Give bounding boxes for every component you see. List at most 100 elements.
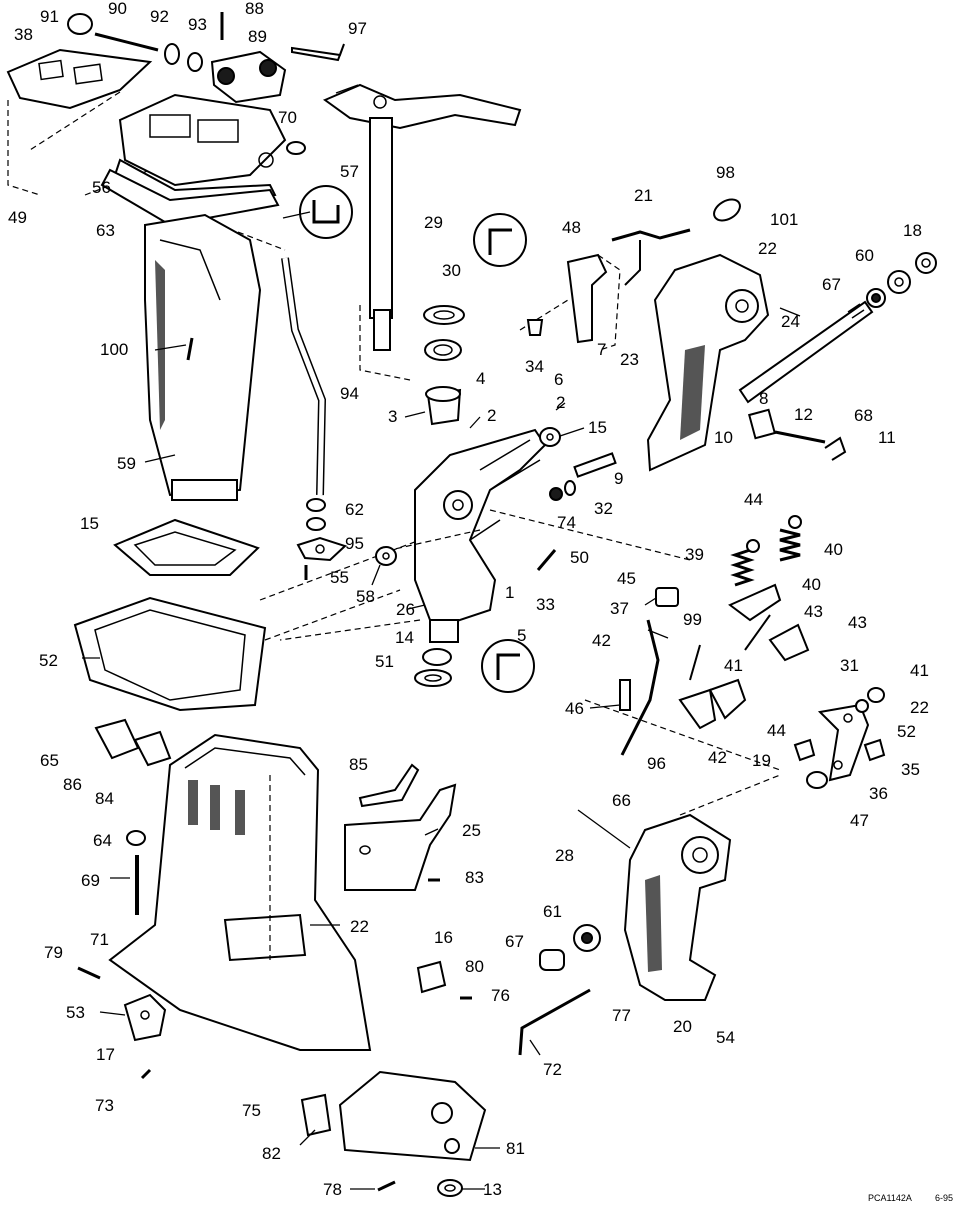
callout: 85	[349, 755, 368, 774]
rod-14	[620, 619, 660, 756]
nut-67-lower	[573, 924, 601, 952]
callout: 90	[108, 0, 127, 18]
plate-12	[748, 408, 776, 440]
water-tube-94	[237, 231, 327, 496]
tab-98	[713, 198, 741, 222]
callout: 7	[597, 340, 606, 359]
callout: 94	[340, 384, 359, 403]
callout: 64	[93, 831, 112, 850]
callout: 48	[562, 218, 581, 237]
grommet-95	[306, 498, 326, 531]
adapter-plate-38	[6, 48, 153, 196]
lever-46	[708, 623, 810, 720]
tilt-lever-47	[817, 703, 870, 782]
cap-nut-18	[915, 252, 937, 274]
callout: 36	[869, 784, 888, 803]
bolt-34	[526, 319, 544, 336]
callout: 79	[44, 943, 63, 962]
clip-87	[437, 1179, 463, 1197]
screw-75	[140, 1068, 152, 1080]
bushing-3	[425, 386, 462, 426]
callout: 42	[592, 631, 611, 650]
bolt-90	[94, 32, 159, 52]
callout: 88	[245, 0, 264, 18]
pin-36	[863, 738, 886, 762]
callout: 15	[588, 418, 607, 437]
callout: 84	[95, 789, 114, 808]
callout: 91	[40, 7, 59, 26]
callout: 41	[724, 656, 743, 675]
pin-35	[793, 738, 816, 762]
callout: 12	[794, 405, 813, 424]
washer-31	[414, 669, 452, 687]
gasket-63	[100, 168, 280, 227]
plate-84	[94, 718, 140, 760]
callout: 26	[396, 600, 415, 619]
callout: 76	[491, 986, 510, 1005]
clip-11	[824, 436, 847, 461]
callout: 28	[555, 846, 574, 865]
callout: 92	[150, 7, 169, 26]
callout: 17	[96, 1045, 115, 1064]
callout: 70	[278, 108, 297, 127]
callout: 49	[8, 208, 27, 227]
block-71	[416, 960, 447, 994]
swivel-bracket-1	[279, 428, 691, 643]
washer-93	[187, 52, 203, 72]
grommet-69	[126, 830, 146, 846]
tilt-tube-24	[738, 300, 874, 404]
callout: 31	[840, 656, 859, 675]
washer-60	[887, 270, 911, 294]
callout: 54	[716, 1028, 735, 1047]
fitting-72	[123, 993, 167, 1042]
callout: 86	[63, 775, 82, 794]
callout: 40	[802, 575, 821, 594]
callout: 34	[525, 357, 544, 376]
callout: 55	[330, 568, 349, 587]
callout: 78	[323, 1180, 342, 1199]
callout: 33	[536, 595, 555, 614]
clamp-block-89	[210, 50, 287, 104]
callout: 44	[744, 490, 763, 509]
callout: 25	[462, 821, 481, 840]
callout: 51	[375, 652, 394, 671]
callout: 74	[557, 513, 576, 532]
lever-21	[611, 228, 691, 286]
callout: 20	[673, 1017, 692, 1036]
bushing-4	[424, 339, 462, 361]
lever-43	[689, 614, 771, 681]
callout: 32	[594, 499, 613, 518]
spring-40-right	[779, 528, 801, 562]
retainer-55	[296, 536, 347, 562]
pin-33	[536, 549, 557, 571]
callout: 43	[804, 602, 823, 621]
pin-32	[573, 452, 617, 478]
callout: 30	[442, 261, 461, 280]
callout: 53	[66, 1003, 85, 1022]
pin-39	[746, 515, 802, 553]
callout: 37	[610, 599, 629, 618]
callout: 89	[248, 27, 267, 46]
callout: 81	[506, 1139, 525, 1158]
steering-arm-29	[322, 83, 522, 381]
bumper-16	[539, 949, 565, 971]
washer-15	[539, 427, 561, 447]
callout: 38	[14, 25, 33, 44]
guide-line-2	[679, 774, 781, 816]
pivot-block-99	[655, 587, 679, 607]
callout-labels: 91 90 92 93 88 89 97 38 70 57 49 56 63 2…	[8, 0, 953, 1203]
callout: 96	[647, 754, 666, 773]
stern-bracket-28	[623, 813, 732, 1001]
callout: 22	[910, 698, 929, 717]
callout: 60	[855, 246, 874, 265]
callout: 58	[356, 587, 375, 606]
callout: 41	[910, 661, 929, 680]
callout: 1	[505, 583, 514, 602]
callout: 73	[95, 1096, 114, 1115]
callout: 18	[903, 221, 922, 240]
callout: 2	[487, 406, 496, 425]
stern-bracket-23	[646, 253, 770, 472]
callout: 68	[854, 406, 873, 425]
callout: 47	[850, 811, 869, 830]
